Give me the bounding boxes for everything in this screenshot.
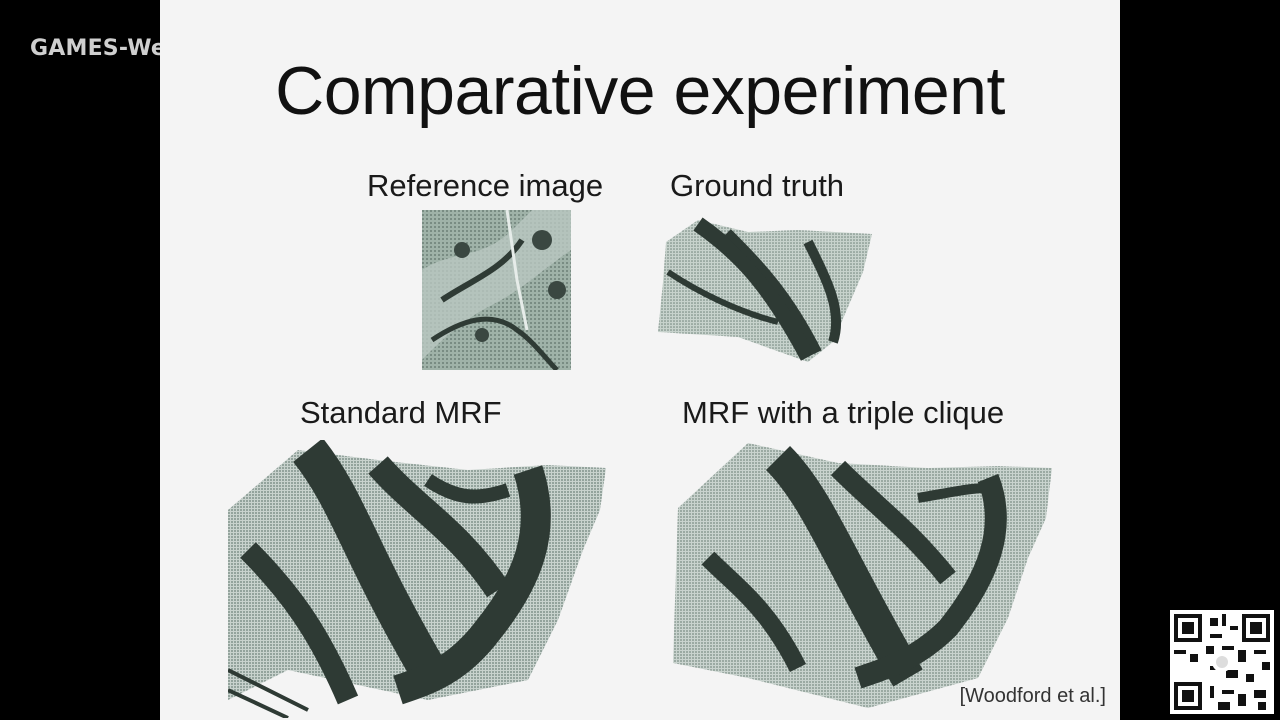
triple-clique-mrf-result	[673, 443, 1052, 708]
qr-code-icon[interactable]	[1170, 610, 1274, 714]
reference-image	[422, 210, 571, 370]
triple-clique-label: MRF with a triple clique	[682, 395, 1005, 430]
standard-mrf-result	[228, 440, 606, 718]
presentation-slide: Comparative experiment Reference image G…	[160, 0, 1120, 720]
ground-truth-image	[658, 217, 872, 362]
citation: [Woodford et al.]	[959, 685, 1106, 708]
slide-title: Comparative experiment	[275, 53, 1005, 129]
ground-truth-label: Ground truth	[670, 168, 845, 203]
channel-watermark: GAMES-We	[30, 36, 166, 61]
standard-mrf-label: Standard MRF	[300, 395, 502, 430]
reference-image-label: Reference image	[367, 168, 604, 203]
